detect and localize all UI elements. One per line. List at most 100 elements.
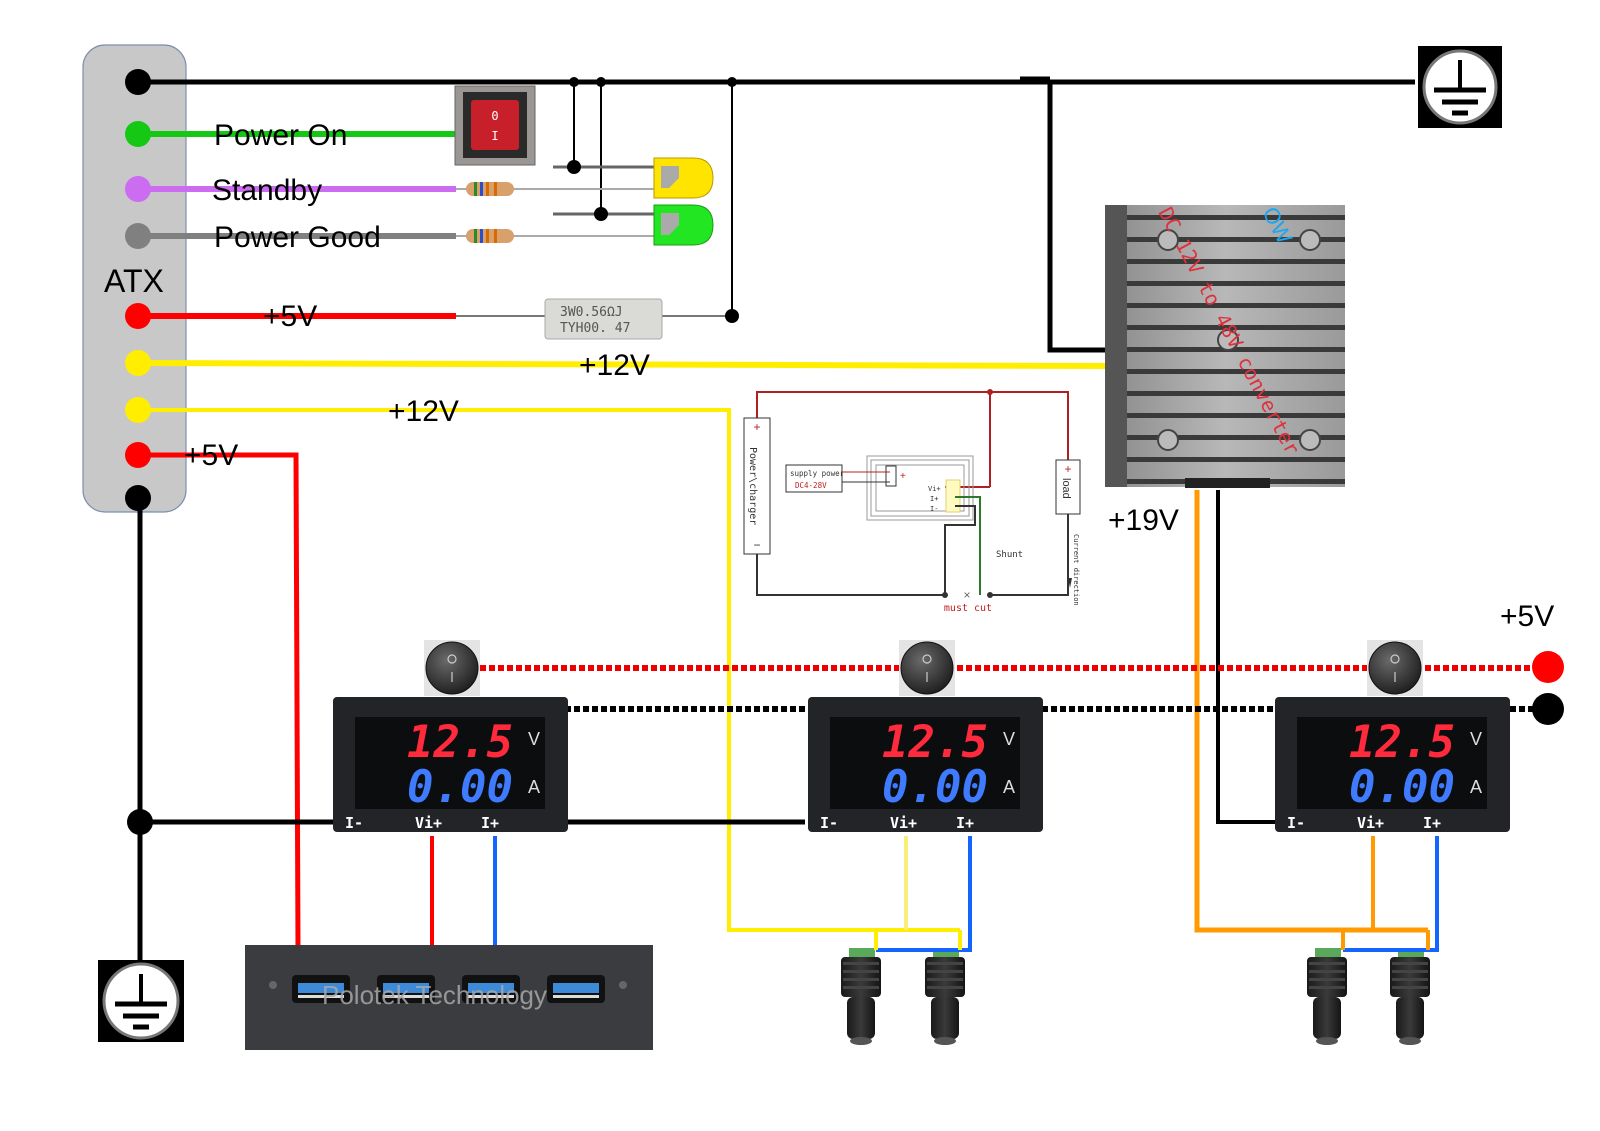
meter-voltage-unit: V xyxy=(1470,729,1482,749)
meter-switch-1[interactable] xyxy=(424,640,480,696)
usb-port xyxy=(377,975,435,1003)
usb-panel: Polotek Technology xyxy=(245,945,653,1050)
meter-pin-label: I- xyxy=(345,814,363,832)
wire-plus19v xyxy=(1194,490,1428,933)
meter-current-reading: 0.00 xyxy=(407,762,513,813)
meter-output-wires xyxy=(430,836,1439,952)
atx-pin--12v xyxy=(125,397,151,423)
converter-fin xyxy=(1127,391,1345,396)
atx-pin--5v xyxy=(125,442,151,468)
meter-voltage-reading: 12.5 xyxy=(1349,717,1455,768)
ref-pin-im: I- xyxy=(930,505,938,513)
label-plus12v-converter: +12V xyxy=(579,349,650,382)
supply-range-label: DC4-28V xyxy=(795,481,827,490)
label-plus5v-usb: +5V xyxy=(184,439,238,472)
meter-pin-label: Vi+ xyxy=(1357,814,1384,832)
power-on-rocker-switch[interactable]: 0 I xyxy=(454,85,536,166)
usb-panel-watermark: Polotek Technology xyxy=(322,980,547,1010)
dc-dc-converter: DC 12V to 48V converter OW xyxy=(1105,203,1345,488)
atx-pin-standby xyxy=(125,176,151,202)
switch-off-mark-icon xyxy=(922,654,932,664)
converter-fin xyxy=(1127,215,1345,220)
meters: 12.50.00VAI-Vi+I+12.50.00VAI-Vi+I+12.50.… xyxy=(333,640,1510,832)
usb-port xyxy=(462,975,520,1003)
meter-current-unit: A xyxy=(1470,777,1482,797)
atx-pins xyxy=(125,69,151,511)
label-plus5v-load: +5V xyxy=(263,300,317,333)
load-resistor: 3W0.56ΩJ TYH00. 47 xyxy=(544,298,663,340)
dc-barrel-jack xyxy=(1390,948,1430,1045)
switch-knob xyxy=(1368,641,1422,695)
converter-fin xyxy=(1127,435,1345,440)
meter-pin-label: I- xyxy=(1287,814,1305,832)
atx-pin--12v xyxy=(125,350,151,376)
cut-mark: × xyxy=(963,588,970,602)
ground-bus-top xyxy=(136,76,1415,353)
load-plus: + xyxy=(1064,462,1071,476)
atx-pin--5v xyxy=(125,303,151,329)
charger-label: Power\charger xyxy=(747,447,758,525)
meter-current-unit: A xyxy=(1003,777,1015,797)
dc-barrel-jack xyxy=(1307,948,1347,1045)
meter-voltage-reading: 12.5 xyxy=(882,717,988,768)
label-plus19v: +19V xyxy=(1108,504,1179,537)
meter-current-reading: 0.00 xyxy=(1349,762,1455,813)
atx-pin-power-on xyxy=(125,121,151,147)
ref-pin-ip: I+ xyxy=(930,495,938,503)
ground-symbol-top xyxy=(1418,46,1502,128)
load-resistor-code: TYH00. 47 xyxy=(560,321,630,336)
usb-port xyxy=(547,975,605,1003)
dc-barrel-jack xyxy=(841,948,881,1045)
meter-voltage-unit: V xyxy=(1003,729,1015,749)
rail-plus5v-terminal xyxy=(1532,651,1564,683)
voltmeter-ammeter-3: 12.50.00 V A I- Vi+ I+ xyxy=(1275,640,1510,832)
meter-pin-label: I+ xyxy=(481,814,499,832)
converter-fin xyxy=(1127,303,1345,308)
meter-display xyxy=(1297,717,1487,809)
charger-minus: − xyxy=(753,538,760,552)
label-plus12v-meter: +12V xyxy=(388,395,459,428)
wire-converter-ground xyxy=(1216,490,1285,824)
meter-switch-2[interactable] xyxy=(899,640,955,696)
meter-pin-label: I+ xyxy=(1423,814,1441,832)
wire-plus5v-usb xyxy=(136,452,301,949)
meter-pin-label: I- xyxy=(820,814,838,832)
meter-display xyxy=(830,717,1020,809)
label-standby: Standby xyxy=(212,174,322,207)
label-plus5v-rail: +5V xyxy=(1500,600,1554,633)
current-direction-label: Current direction xyxy=(1072,534,1080,606)
meter-pin-label: Vi+ xyxy=(415,814,442,832)
converter-fin xyxy=(1127,457,1345,462)
wire-plus12v-converter xyxy=(135,360,1113,369)
atx-pin-power-good xyxy=(125,223,151,249)
meter-voltage-unit: V xyxy=(528,729,540,749)
dc-barrel-jack xyxy=(925,948,965,1045)
wire-current-sense xyxy=(876,836,972,952)
rocker-off-mark: 0 xyxy=(491,109,498,123)
rail-ground-terminal xyxy=(1532,693,1564,725)
rocker-on-mark: I xyxy=(491,129,498,143)
atx-connector: ATX xyxy=(82,44,187,513)
power-good-led xyxy=(653,204,714,246)
ground-symbol-bottom xyxy=(98,960,184,1042)
wire-current-sense xyxy=(1343,836,1439,952)
dc-jacks xyxy=(841,948,1430,1045)
atx-pin-gnd xyxy=(125,485,151,511)
meter-switch-3[interactable] xyxy=(1367,640,1423,696)
wire-labels: Power On Standby Power Good +5V +12V +12… xyxy=(184,119,1554,633)
usb-port xyxy=(292,975,350,1003)
standby-resistor xyxy=(456,182,656,196)
converter-fin xyxy=(1127,369,1345,374)
meter-pin-label: I+ xyxy=(956,814,974,832)
switch-knob xyxy=(425,641,479,695)
must-cut-label: must cut xyxy=(944,603,992,614)
standby-led xyxy=(653,157,714,199)
converter-fin xyxy=(1127,347,1345,352)
switch-off-mark-icon xyxy=(447,654,457,664)
atx-pin-gnd xyxy=(125,69,151,95)
meter-pin-label: Vi+ xyxy=(890,814,917,832)
converter-fin xyxy=(1127,325,1345,330)
converter-fin xyxy=(1127,413,1345,418)
